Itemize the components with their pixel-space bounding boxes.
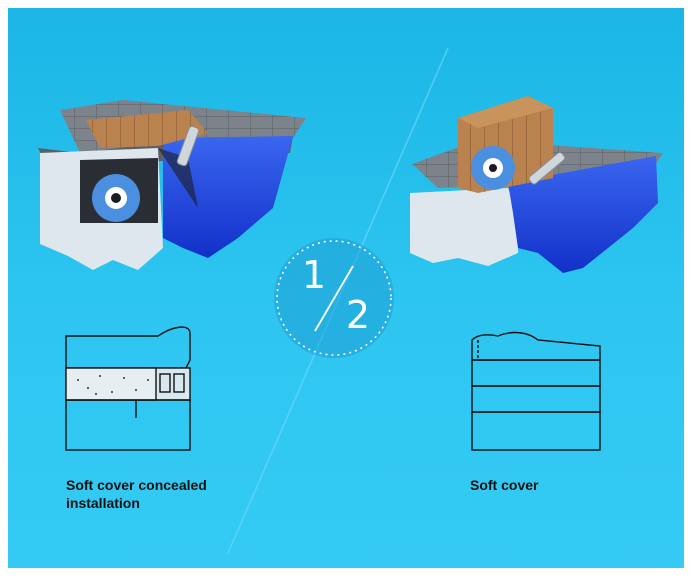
comparison-badge: 1 2 xyxy=(274,238,394,358)
illustration-panel: 1 2 Soft cover concealed installation So… xyxy=(8,8,684,568)
wood-deck-lid xyxy=(86,110,208,148)
installation-scene: 1 2 xyxy=(38,47,663,554)
above-deck-pool-render xyxy=(410,96,663,273)
pool-water-right xyxy=(508,156,658,273)
concealed-section-diagram xyxy=(65,326,191,451)
caption-concealed-installation: Soft cover concealed installation xyxy=(66,477,207,511)
concealed-pool-render xyxy=(38,100,306,270)
caption-soft-cover: Soft cover xyxy=(470,477,539,493)
badge-denominator: 2 xyxy=(346,293,370,337)
soft-cover-section-diagram xyxy=(471,331,601,451)
badge-numerator: 1 xyxy=(302,253,326,297)
pool-water xyxy=(163,136,293,258)
